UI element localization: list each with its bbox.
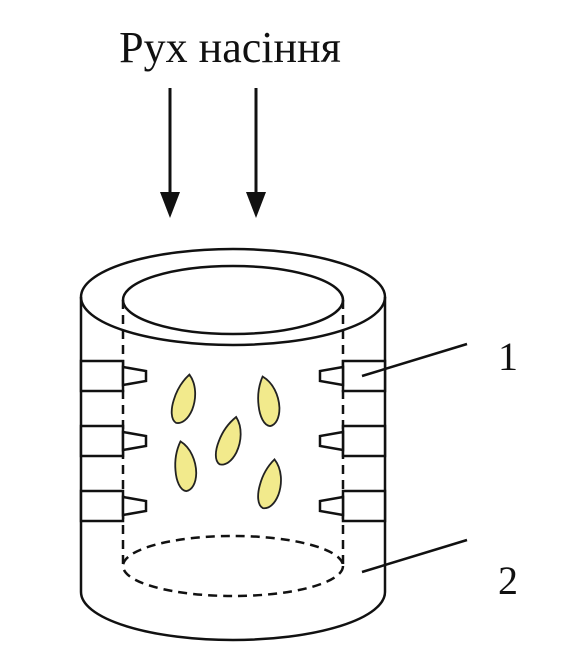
sensor-right-1: [318, 359, 387, 393]
sensor-left-1: [79, 359, 148, 393]
seed-2: [257, 375, 281, 428]
seed-4: [174, 440, 198, 493]
seed-3: [214, 415, 242, 466]
seed-5: [257, 458, 282, 510]
seeds: [170, 373, 282, 510]
sensor-left-2: [79, 424, 148, 458]
outer-bottom-rim: [79, 591, 387, 642]
callout-line-tube-wall: [361, 538, 468, 574]
diagram-title: Рух насіння: [119, 23, 341, 72]
sensor-left-3: [79, 489, 148, 523]
seed-1: [170, 373, 197, 424]
callouts: [361, 342, 468, 574]
callout-line-sensor: [361, 342, 468, 378]
flow-arrows: [160, 88, 266, 218]
flow-arrow-right: [246, 88, 266, 218]
outer-top-rim: [79, 247, 387, 347]
sensors: [79, 359, 387, 523]
inner-bottom-opening: [121, 534, 345, 598]
label-sensor: 1: [498, 334, 518, 379]
flow-arrow-left: [160, 88, 180, 218]
sensor-right-2: [318, 424, 387, 458]
label-tube-wall: 2: [498, 558, 518, 603]
inner-top-opening: [121, 264, 345, 336]
sensor-right-3: [318, 489, 387, 523]
